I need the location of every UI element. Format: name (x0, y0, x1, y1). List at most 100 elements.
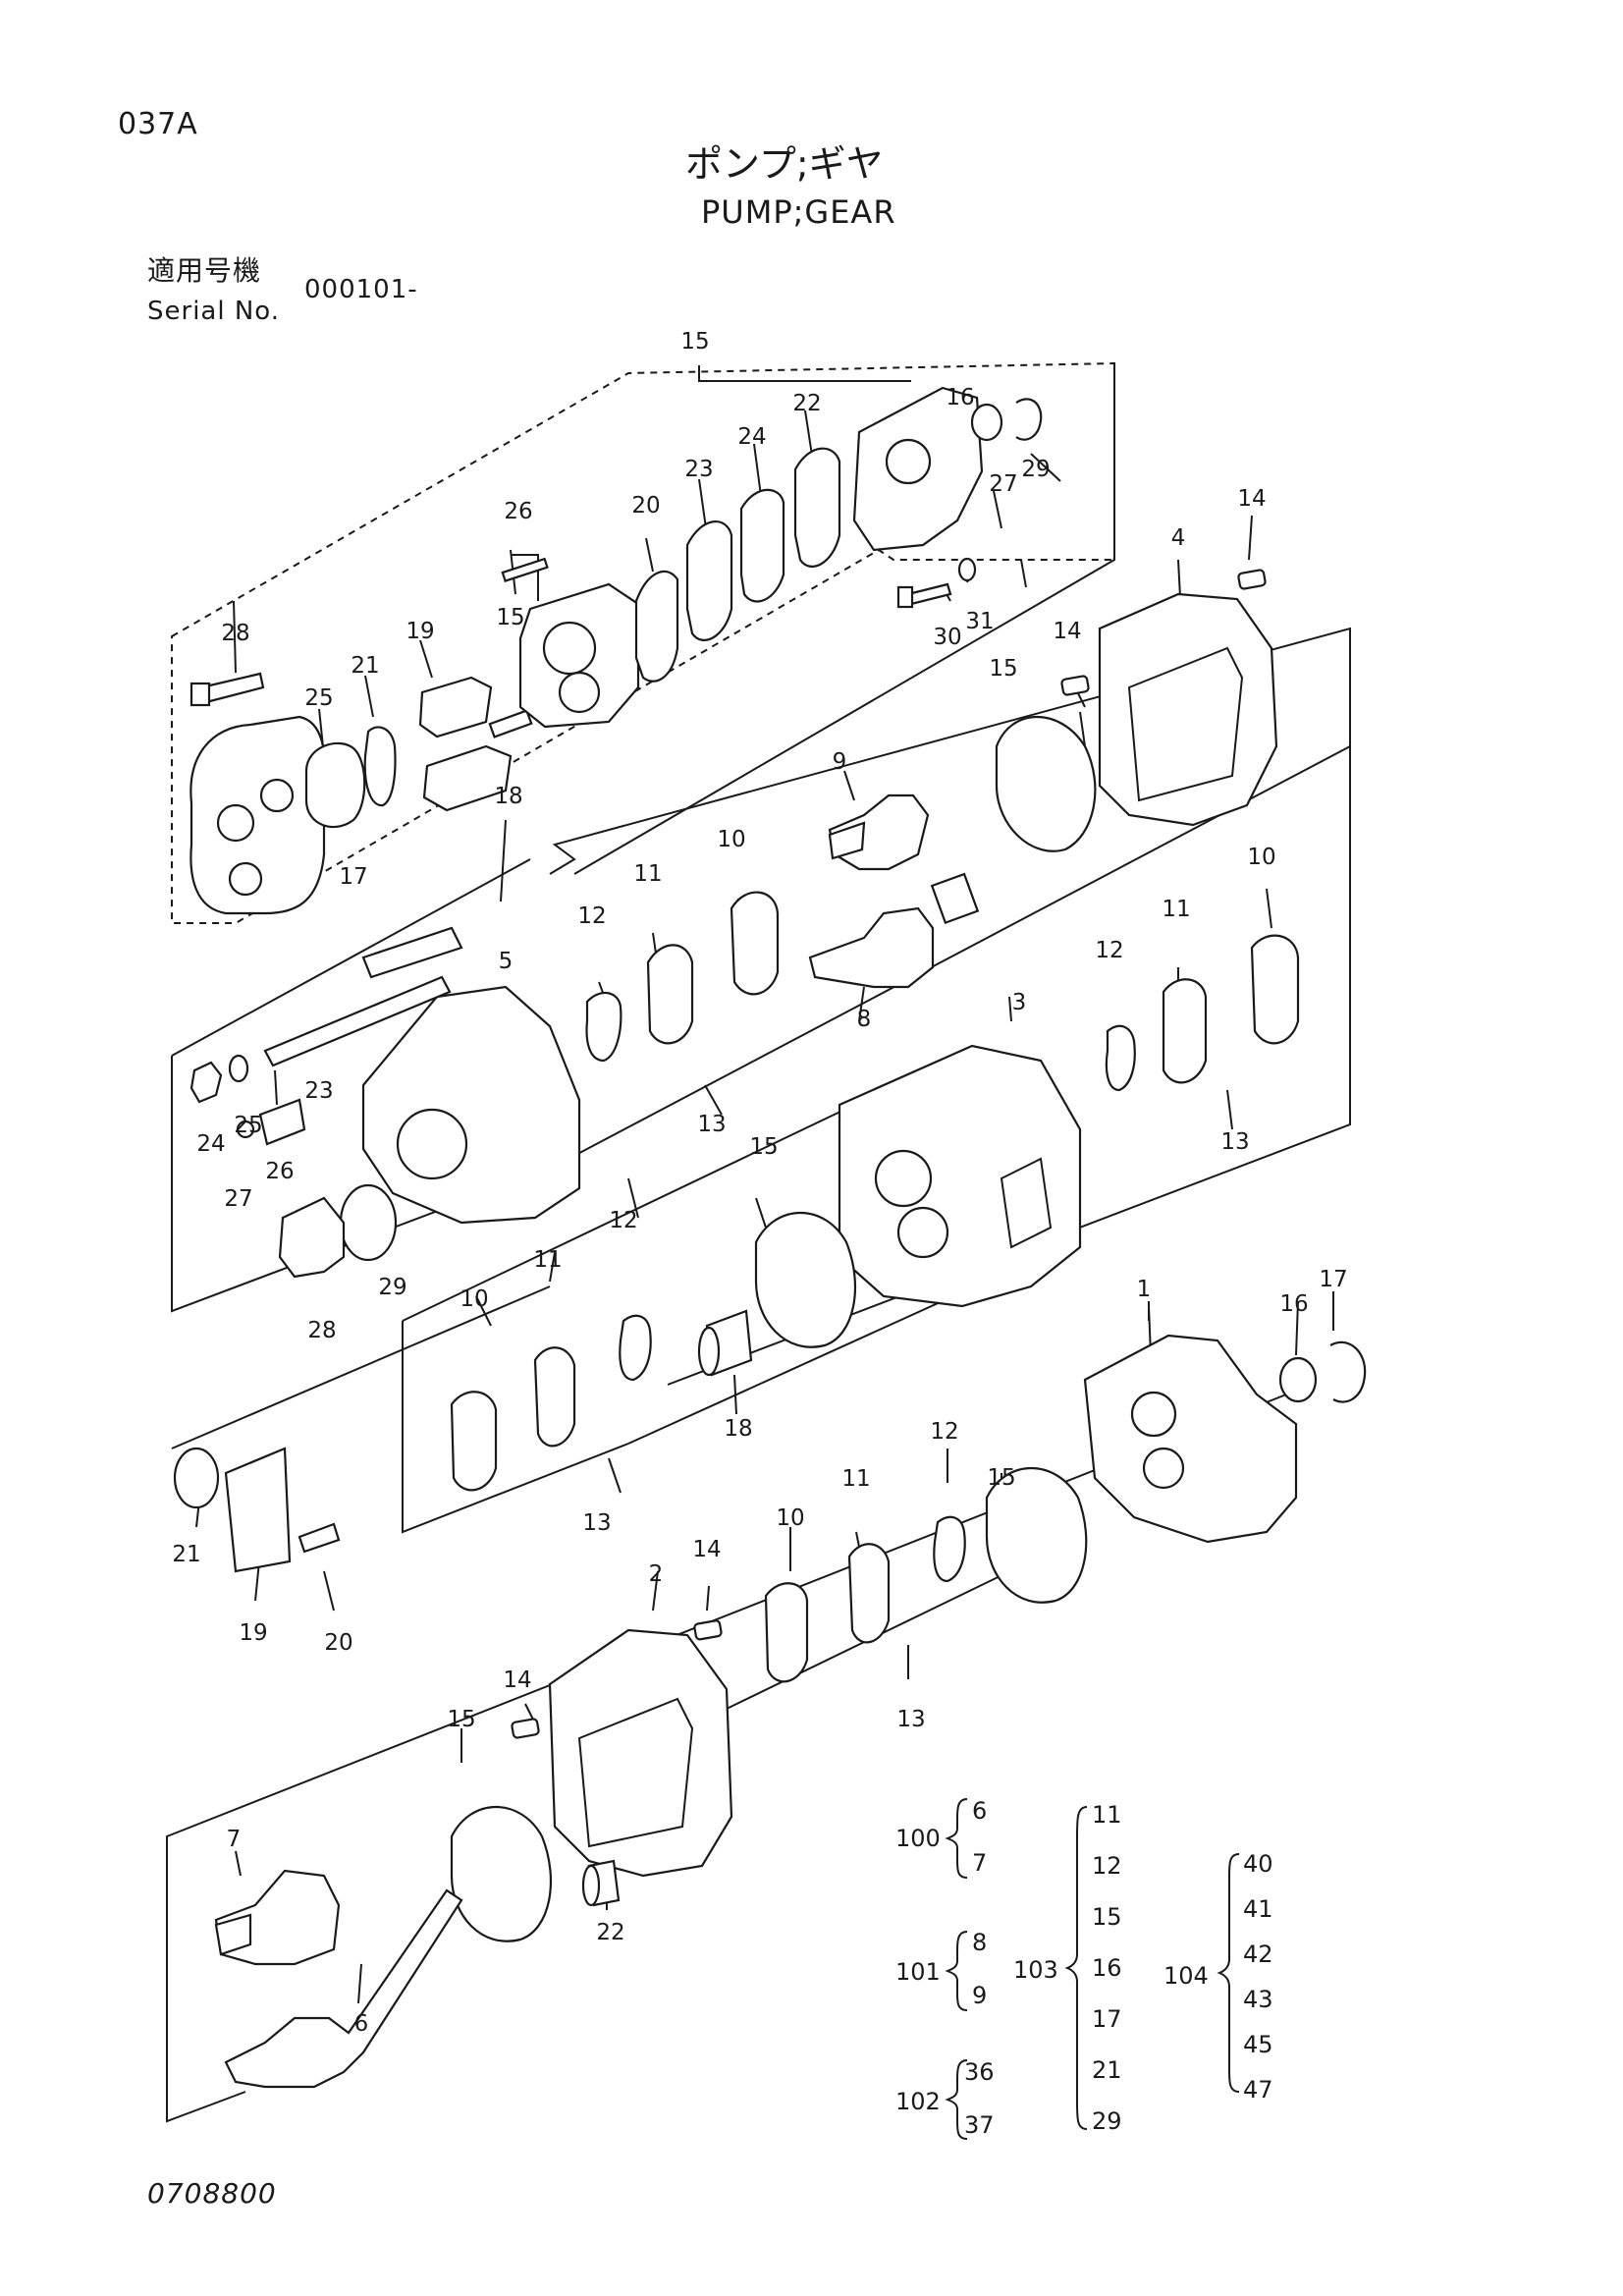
serial-label-japanese: 適用号機 (147, 254, 262, 287)
part-4-housing (1098, 592, 1278, 827)
serial-value: 000101- (304, 275, 418, 304)
group-102-member: 37 (964, 2111, 995, 2139)
callout-30: 30 (933, 625, 961, 650)
leader-lines (195, 365, 1334, 2004)
group-104-member: 45 (1243, 2031, 1273, 2058)
callout-16: 16 (1279, 1291, 1308, 1317)
callout-15: 15 (987, 1465, 1015, 1491)
group-101-member: 8 (972, 1929, 988, 1956)
kit-braces (945, 1798, 1240, 2140)
serial-label-english: Serial No. (147, 297, 280, 326)
callout-39: 21 (351, 653, 379, 679)
group-100-member: 6 (972, 1797, 988, 1825)
callout-34: 16 (946, 385, 974, 410)
callout-11: 11 (533, 1247, 562, 1273)
callout-5: 5 (499, 949, 514, 974)
group-102-member: 36 (964, 2058, 995, 2086)
callout-11: 11 (1162, 897, 1190, 922)
callout-14: 14 (1237, 486, 1266, 512)
callout-36: 18 (494, 784, 522, 809)
callout-25: 25 (234, 1113, 262, 1138)
callout-11: 11 (841, 1466, 870, 1492)
callout-45: 27 (989, 471, 1017, 497)
group-104-member: 42 (1243, 1941, 1273, 1968)
group-104-member: 43 (1243, 1986, 1273, 2013)
callout-7: 7 (227, 1827, 242, 1852)
callout-26: 26 (265, 1159, 294, 1184)
group-104-member: 40 (1243, 1850, 1273, 1878)
callout-13: 13 (1220, 1129, 1249, 1155)
parts (173, 386, 1367, 2089)
callout-15: 15 (989, 656, 1017, 682)
group-104-id: 104 (1163, 1962, 1209, 1990)
group-103-id: 103 (1013, 1956, 1058, 1984)
callout-14: 14 (1053, 619, 1081, 644)
group-103-member: 11 (1092, 1801, 1122, 1829)
callout-31: 31 (965, 609, 994, 634)
group-101-id: 101 (895, 1958, 941, 1986)
callout-12: 12 (930, 1419, 958, 1445)
callout-38: 20 (631, 493, 660, 519)
callout-29: 29 (378, 1275, 406, 1300)
callout-37: 19 (406, 619, 434, 644)
callout-13: 13 (896, 1707, 925, 1732)
callout-14: 14 (503, 1667, 531, 1693)
callout-1: 1 (1137, 1277, 1152, 1302)
callout-8: 8 (857, 1007, 872, 1032)
callout-10: 10 (1247, 845, 1275, 870)
title-english: PUMP;GEAR (701, 193, 896, 231)
callout-10: 10 (460, 1286, 488, 1312)
callout-19: 19 (239, 1620, 267, 1646)
callout-11: 11 (633, 861, 662, 887)
group-103-member: 21 (1092, 2056, 1122, 2084)
group-103-member: 17 (1092, 2005, 1122, 2033)
callout-40: 22 (792, 391, 821, 416)
document-number: 0708800 (147, 2177, 277, 2210)
callout-32: 15 (680, 329, 709, 355)
callout-13: 13 (697, 1112, 726, 1137)
group-104-member: 41 (1243, 1895, 1273, 1923)
callout-46: 28 (221, 621, 249, 646)
callout-3: 3 (1012, 990, 1027, 1015)
callout-23: 23 (304, 1078, 333, 1104)
callout-42: 24 (737, 424, 766, 450)
callout-4: 4 (1171, 525, 1186, 551)
part-35-cover (189, 715, 326, 915)
page-code: 037A (118, 107, 198, 141)
callout-35: 17 (339, 864, 367, 890)
part-5-body (361, 985, 581, 1225)
part-1-housing (1083, 1334, 1298, 1544)
group-103-member: 16 (1092, 1954, 1122, 1982)
group-100-member: 7 (972, 1849, 988, 1877)
callout-12: 12 (609, 1208, 637, 1233)
callout-20: 20 (324, 1630, 352, 1656)
callout-12: 12 (577, 903, 606, 929)
callout-12: 12 (1095, 938, 1123, 963)
callout-27: 27 (224, 1186, 252, 1212)
callout-21: 21 (172, 1542, 200, 1567)
subassembly-outline (171, 361, 1115, 924)
group-102-id: 102 (895, 2088, 941, 2115)
group-103-member: 29 (1092, 2107, 1122, 2135)
callout-24: 24 (196, 1131, 225, 1157)
title-japanese: ポンプ;ギヤ (685, 142, 884, 186)
callout-10: 10 (776, 1505, 804, 1531)
callout-22: 22 (596, 1920, 624, 1945)
callout-43: 25 (304, 685, 333, 711)
callout-15: 15 (447, 1707, 475, 1732)
group-100-id: 100 (895, 1825, 941, 1852)
callout-6: 6 (354, 2011, 369, 2037)
callout-9: 9 (833, 749, 847, 775)
callout-labels: 15 1 2 3 4 5 6 7 8 9 10 10 10 10 11 11 1… (172, 329, 1347, 2037)
callout-17: 17 (1319, 1267, 1347, 1292)
callout-2: 2 (649, 1561, 664, 1587)
callout-14: 14 (692, 1537, 721, 1562)
callout-13: 13 (582, 1510, 611, 1536)
group-104-member: 47 (1243, 2076, 1273, 2104)
callout-10: 10 (717, 827, 745, 852)
group-103-member: 15 (1092, 1903, 1122, 1931)
callout-44: 26 (504, 499, 532, 524)
group-101-member: 9 (972, 1982, 988, 2009)
